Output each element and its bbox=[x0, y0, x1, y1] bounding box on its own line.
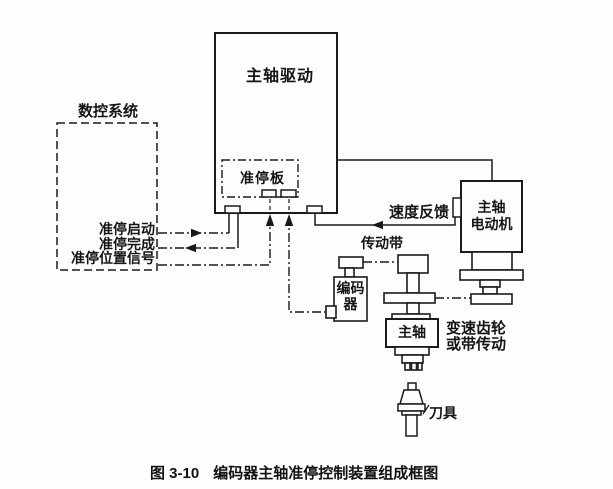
speed-feedback-wire bbox=[314, 213, 456, 226]
drive-terminal-left bbox=[224, 205, 241, 214]
tool-shank bbox=[405, 414, 418, 437]
figure-caption: 图 3-10 编码器主轴准停控制装置组成框图 bbox=[150, 462, 438, 483]
encoder-signal-tab bbox=[325, 305, 337, 319]
spindle-tooth bbox=[404, 362, 411, 371]
spindle-main-pulley bbox=[383, 292, 436, 304]
orient-complete-label: 准停完成 bbox=[99, 236, 155, 252]
spindle-drive-box bbox=[214, 32, 338, 214]
tool-flange bbox=[397, 403, 426, 412]
encoder-pulley bbox=[338, 256, 364, 269]
encoder-label-line1: 编码 bbox=[336, 280, 365, 296]
tool-taper bbox=[399, 389, 424, 405]
orient-board-terminal-1 bbox=[261, 189, 277, 198]
orient-position-wire bbox=[158, 216, 271, 266]
arrow-left-speed-feedback bbox=[372, 220, 383, 230]
encoder-shaft bbox=[344, 267, 355, 278]
inner-dashed-wires bbox=[269, 199, 290, 212]
orient-board-terminal-2 bbox=[280, 189, 297, 198]
motor-shaft-upper bbox=[479, 279, 501, 288]
spindle-drive-label: 主轴驱动 bbox=[246, 68, 315, 85]
spindle-tooth bbox=[410, 362, 418, 371]
encoder-label: 编码 器 bbox=[334, 280, 367, 312]
orient-board-label: 准停板 bbox=[240, 170, 285, 186]
encoder-body bbox=[333, 276, 368, 322]
spindle-motor-label: 主轴 电动机 bbox=[461, 199, 522, 233]
transmission-label-line1: 变速齿轮 bbox=[446, 320, 507, 337]
spindle-nose bbox=[401, 354, 424, 364]
spindle-shaft-upper bbox=[406, 272, 420, 294]
spindle-tooth bbox=[417, 362, 423, 371]
transmission-label-line2: 或带传动 bbox=[446, 336, 507, 353]
arrow-left-orient-complete bbox=[185, 243, 196, 253]
motor-pulley-assembly bbox=[459, 251, 524, 305]
spindle-shaft-lower bbox=[406, 302, 420, 315]
orient-start-label: 准停启动 bbox=[99, 221, 155, 237]
arrowheads bbox=[185, 214, 383, 253]
motor-shaft-lower bbox=[482, 286, 498, 295]
spindle-motor-label-line1: 主轴 bbox=[477, 199, 506, 215]
motor-base-bar bbox=[459, 269, 524, 281]
arrow-up-orient-position bbox=[265, 214, 275, 226]
cnc-system-box bbox=[56, 122, 158, 271]
drive-belt-label: 传动带 bbox=[361, 235, 403, 251]
orient-board-box bbox=[221, 159, 299, 198]
spindle-top-pulley bbox=[397, 254, 429, 274]
transmission-label: 变速齿轮 或带传动 bbox=[446, 321, 506, 353]
speed-feedback-label: 速度反馈 bbox=[389, 204, 450, 221]
spindle-label: 主轴 bbox=[398, 324, 426, 340]
orient-position-label: 准停位置信号 bbox=[71, 250, 155, 266]
encoder-assembly bbox=[325, 256, 368, 322]
drive-to-motor-wire bbox=[337, 159, 493, 181]
spindle-flange bbox=[394, 346, 430, 356]
tool-label: 刀具 bbox=[429, 405, 457, 421]
arrow-up-encoder-signal bbox=[284, 214, 294, 226]
motor-flange bbox=[471, 251, 513, 271]
motor-feedback-tab bbox=[452, 197, 462, 218]
encoder-label-line2: 器 bbox=[343, 296, 358, 312]
drive-terminal-right bbox=[306, 205, 323, 214]
encoder-signal-wire bbox=[288, 216, 326, 313]
spindle-motor-label-line2: 电动机 bbox=[470, 216, 513, 232]
motor-pulley bbox=[470, 293, 513, 305]
tool-label-leader bbox=[422, 404, 430, 415]
figure-caption-title: 编码器主轴准停控制装置组成框图 bbox=[213, 465, 439, 482]
figure-caption-number: 图 3-10 bbox=[150, 465, 200, 482]
terminal-blocks bbox=[224, 189, 323, 214]
solid-wires bbox=[228, 159, 493, 248]
spindle-assembly bbox=[383, 254, 439, 371]
tool-assembly bbox=[397, 382, 430, 437]
cnc-system-label: 数控系统 bbox=[78, 103, 139, 120]
tool-pull-stud bbox=[407, 382, 417, 391]
arrow-right-orient-start bbox=[191, 228, 202, 238]
